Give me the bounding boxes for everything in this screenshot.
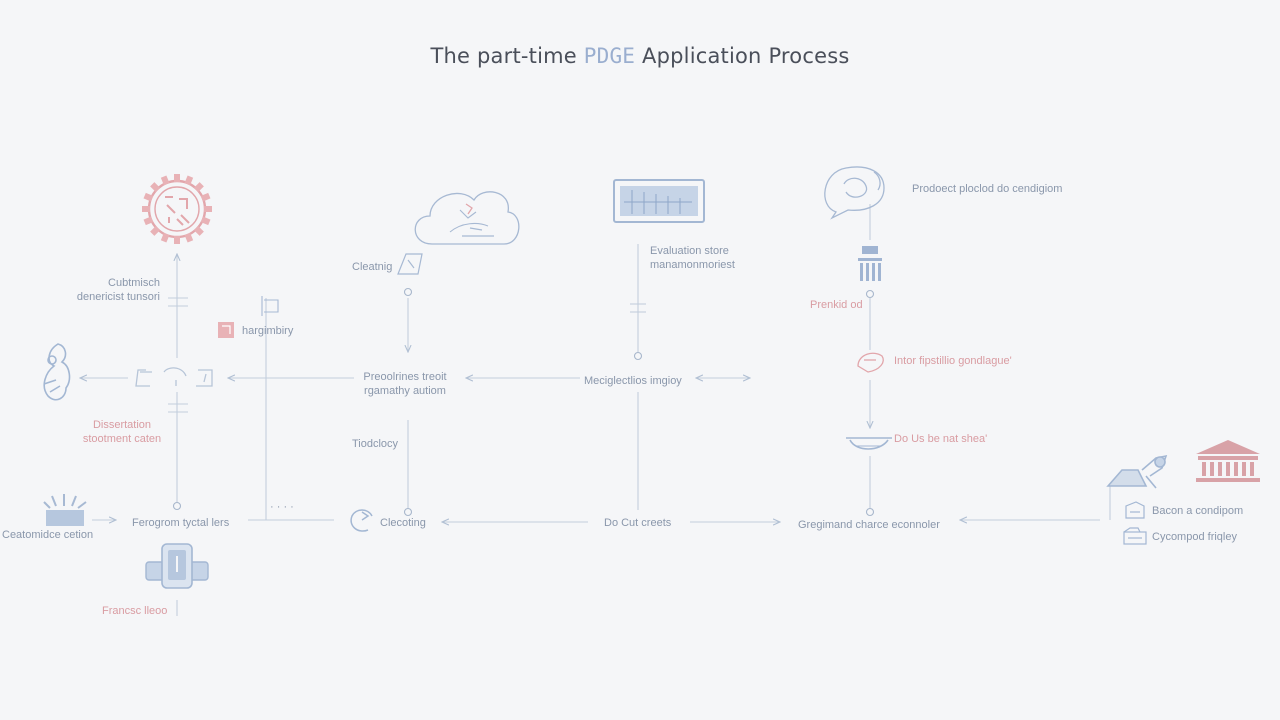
envelope-icon [1125,501,1145,519]
node-tracking [172,501,182,511]
label-dissertation: Dissertation stootment caten [82,419,162,445]
page-title: The part-time PDGE Application Process [0,44,1280,68]
node-building [865,289,875,299]
label-clearing: Clecoting [380,517,426,529]
label-procedures: Preoolrines treoit rgamathy autiom [363,371,447,397]
label-hargimbiry: hargimbiry [242,325,294,337]
label-product-placed: Prodoect ploclod do cendigiom [912,183,1063,195]
label-customize: Ceatomidce cetion [2,529,94,541]
node-monitor [633,351,643,361]
label-bacon: Bacon a condipom [1152,505,1244,517]
label-gear-caption: Cubtmisch denericist tunsori [76,277,160,303]
gear-icon [142,174,212,244]
label-tracking: Ferogrom tyctal lers [132,517,230,529]
label-do-cut: Do Cut creets [604,517,672,529]
flag-card-icon [218,322,234,338]
label-program: Gregimand charce econnoler [798,519,940,531]
label-framed: Francsc lleoo [102,605,168,617]
bracket-pair-icon [135,367,213,387]
connectors [80,204,1111,616]
connection-nodes [172,287,875,517]
label-evaluation: Evaluation store manamonmoriest [650,245,735,271]
refresh-icon [350,509,373,532]
building-small-icon [858,246,882,281]
node-cloud [403,287,413,297]
title-accent: PDGE [583,44,636,68]
lightbulb-icon [857,352,884,373]
label-prominent: Prenkid od [810,299,863,311]
node-program [865,507,875,517]
label-dots: · · · · [270,501,294,513]
folder-icon [1123,527,1147,545]
label-target: Do Us be nat shea' [894,433,988,445]
document-pen-icon [397,253,423,275]
museum-icon [1196,440,1260,482]
label-cycled: Cycompod friqley [1152,531,1237,543]
chat-bubble-icon [824,166,885,220]
tractor-icon [1106,454,1168,489]
label-intro: Intor fipstillio gondlague' [894,355,1012,367]
title-prefix: The part-time [430,44,584,68]
bowl-icon [846,437,892,450]
person-icon [43,343,71,401]
burst-icon [43,494,87,526]
label-teladelay: Tiodclocy [352,438,399,450]
monitor-icon [613,179,705,223]
node-clearing [403,507,413,517]
label-management: Meciglectlios imgioy [584,375,682,387]
title-suffix: Application Process [635,44,850,68]
lamp-icon [261,296,279,316]
label-cleating: Cleatnig [352,261,393,273]
phone-device-icon [145,543,209,589]
cloud-icon [414,191,520,245]
